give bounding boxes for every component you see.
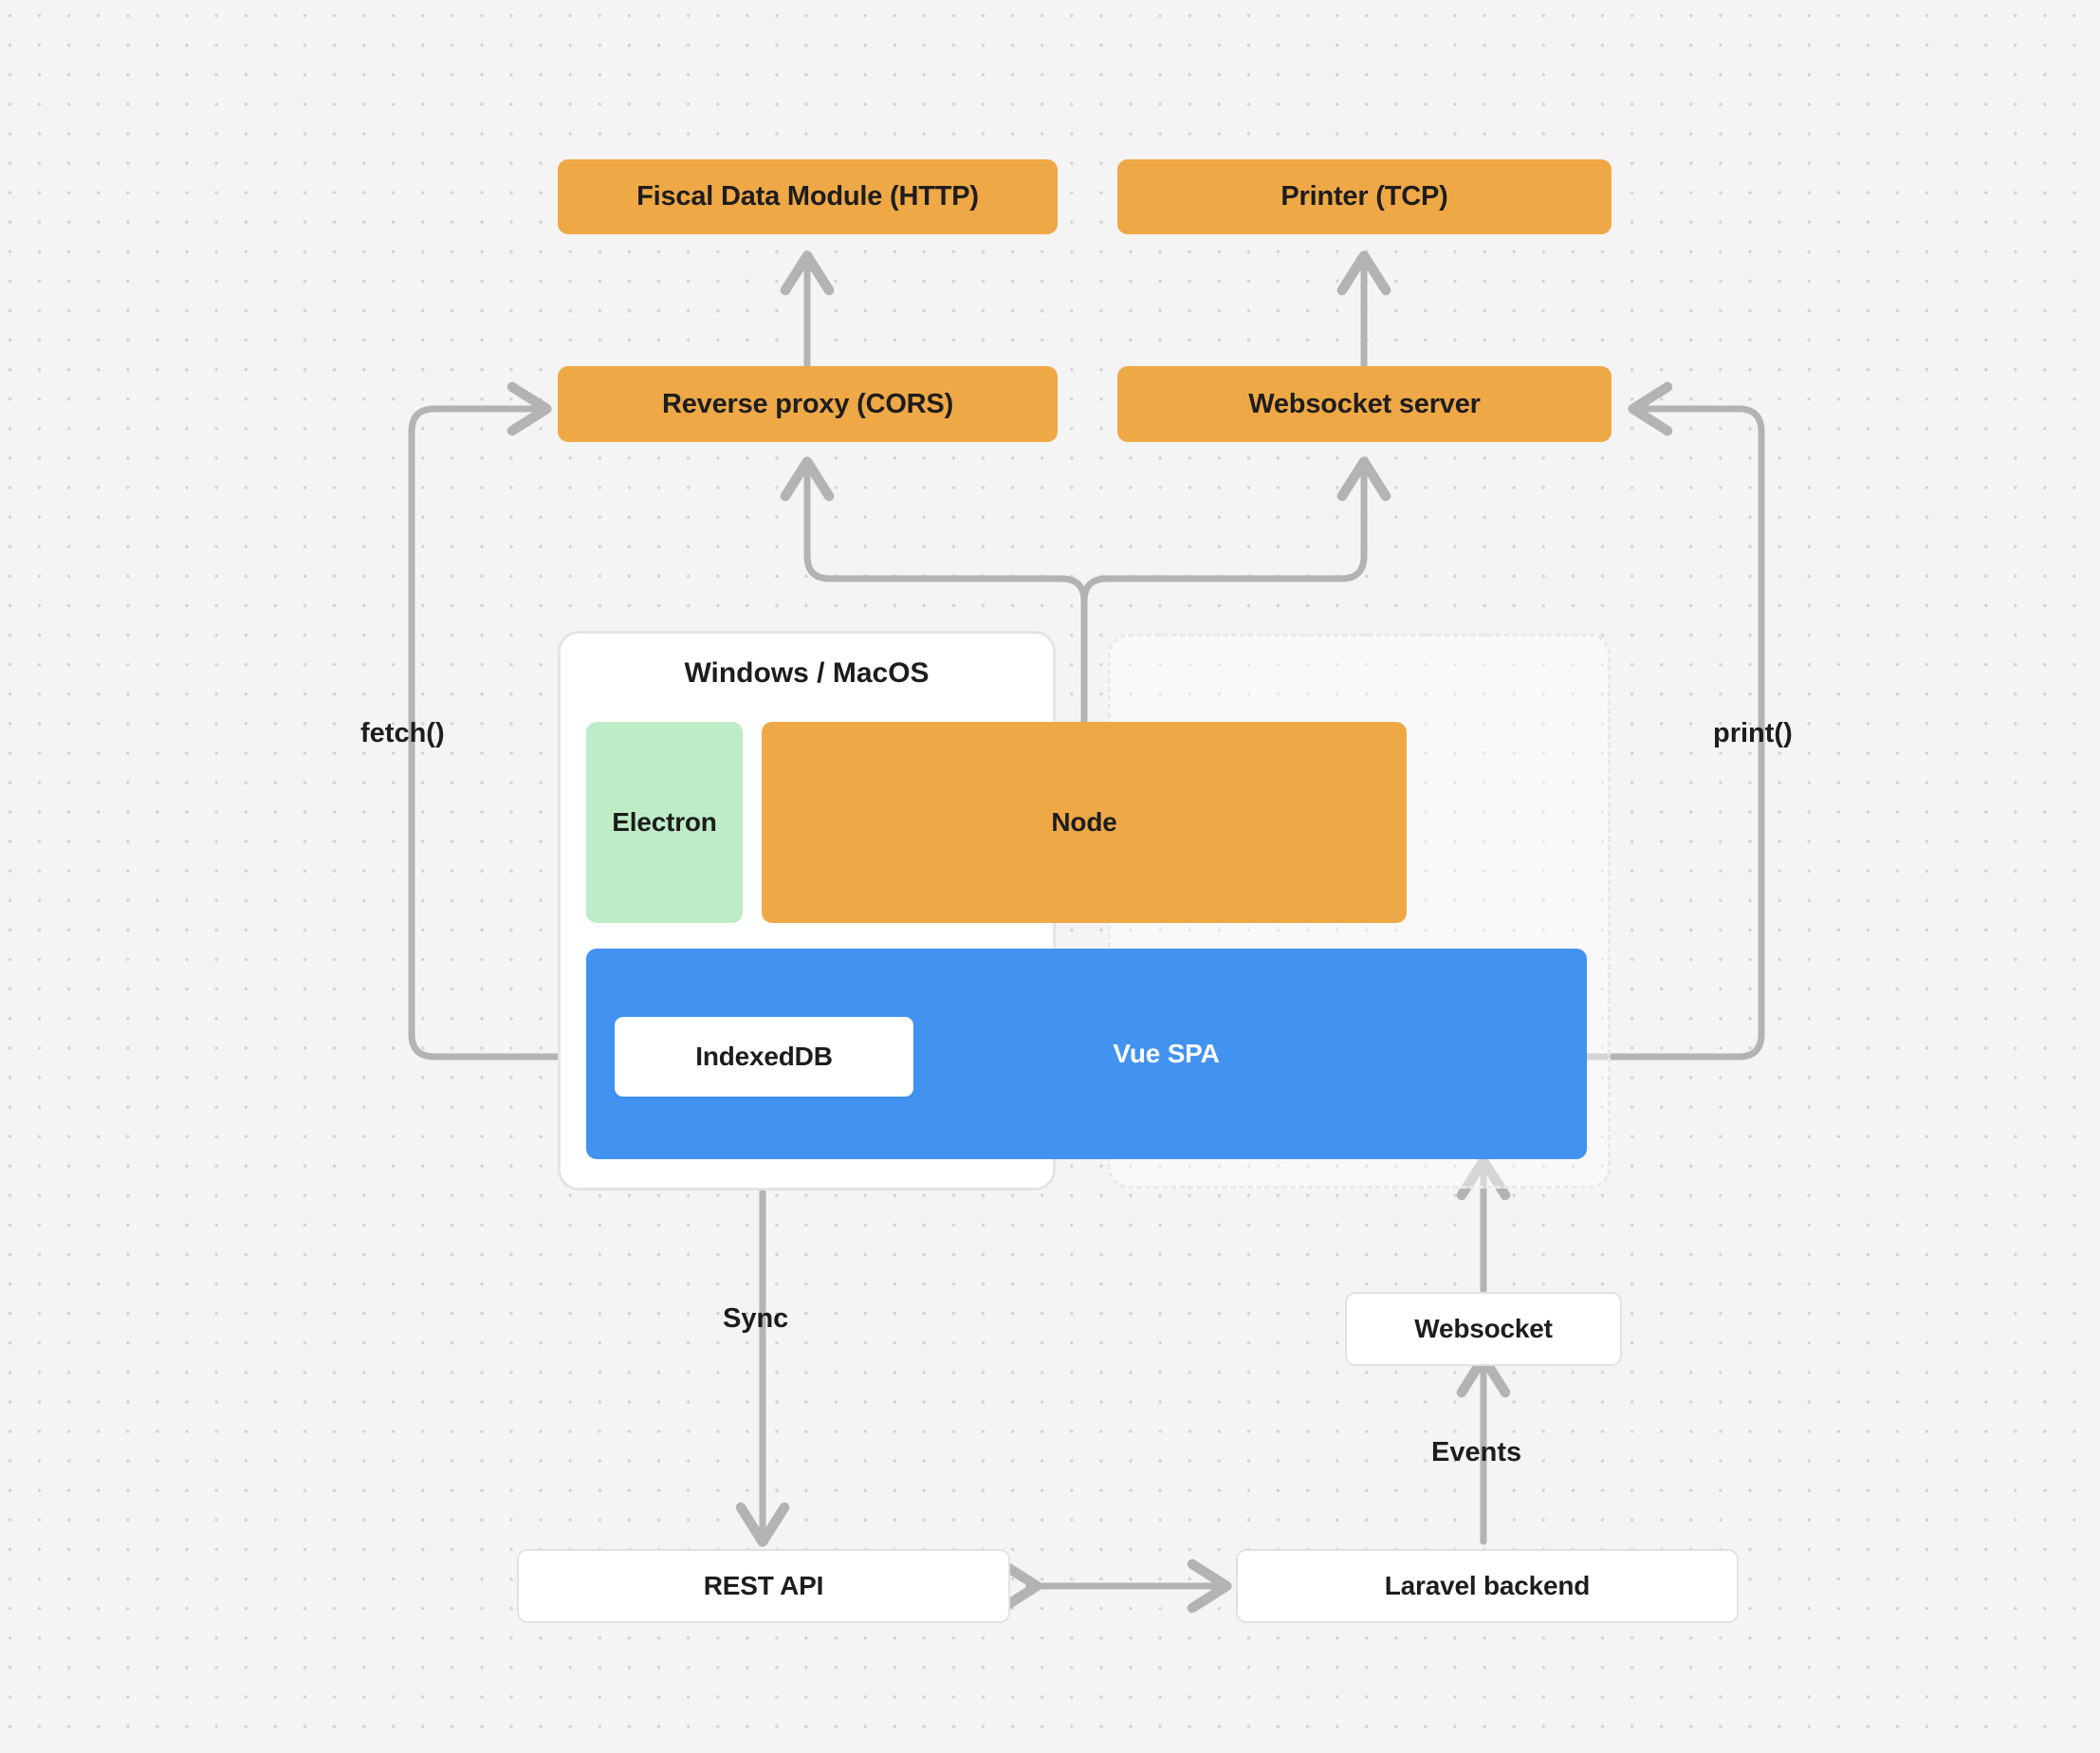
node-websocket-server[interactable]: Websocket server bbox=[1117, 366, 1612, 442]
node-indexeddb[interactable]: IndexedDB bbox=[615, 1017, 913, 1097]
node-websocket[interactable]: Websocket bbox=[1345, 1292, 1622, 1366]
edge-label-fetch: fetch() bbox=[360, 718, 445, 748]
node-printer[interactable]: Printer (TCP) bbox=[1117, 159, 1612, 234]
node-fiscal-data-module[interactable]: Fiscal Data Module (HTTP) bbox=[558, 159, 1058, 234]
node-vue-spa-label: Vue SPA bbox=[1113, 1039, 1220, 1068]
edge-label-sync: Sync bbox=[723, 1303, 789, 1334]
edge-node-branch-ws bbox=[1080, 456, 1391, 605]
edge-label-print: print() bbox=[1713, 718, 1793, 748]
node-node[interactable]: Node bbox=[762, 722, 1407, 923]
os-shell-title: Windows / MacOS bbox=[684, 657, 930, 689]
node-rest-api[interactable]: REST API bbox=[517, 1549, 1010, 1623]
node-electron[interactable]: Electron bbox=[586, 722, 743, 923]
node-reverse-proxy[interactable]: Reverse proxy (CORS) bbox=[558, 366, 1058, 442]
node-laravel-backend[interactable]: Laravel backend bbox=[1236, 1549, 1739, 1623]
edge-label-events: Events bbox=[1431, 1437, 1522, 1467]
